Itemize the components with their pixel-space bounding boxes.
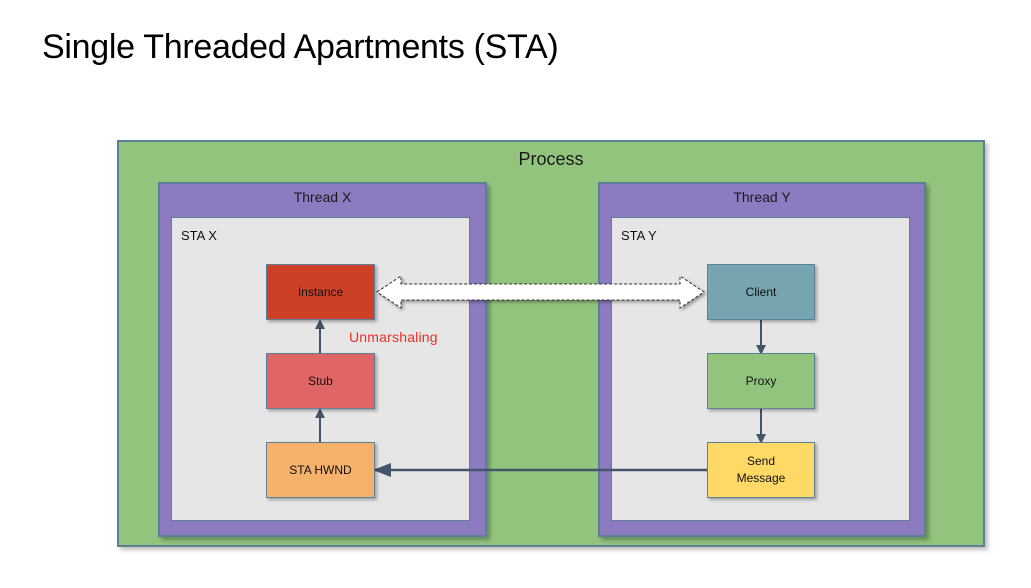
sta-y-label: STA Y bbox=[621, 228, 657, 243]
node-stub: Stub bbox=[266, 353, 375, 409]
process-label: Process bbox=[518, 149, 584, 169]
node-client-label: Client bbox=[745, 284, 777, 299]
edge-instance-client-double-arrow bbox=[376, 275, 705, 309]
thread-x-label: Thread X bbox=[293, 189, 352, 205]
page-title: Single Threaded Apartments (STA) bbox=[42, 28, 559, 66]
node-send-message-label: Send Message bbox=[736, 454, 786, 485]
node-proxy: Proxy bbox=[707, 353, 815, 409]
node-sta-hwnd: STA HWND bbox=[266, 442, 375, 498]
sta-x-label: STA X bbox=[181, 228, 217, 243]
node-sta-hwnd-label: STA HWND bbox=[289, 462, 352, 477]
unmarshaling-annotation: Unmarshaling bbox=[349, 329, 438, 345]
node-proxy-label: Proxy bbox=[745, 373, 777, 388]
node-instance: Instance bbox=[266, 264, 375, 320]
node-instance-label: Instance bbox=[297, 284, 344, 299]
node-client: Client bbox=[707, 264, 815, 320]
node-stub-label: Stub bbox=[308, 373, 333, 388]
node-send-message: Send Message bbox=[707, 442, 815, 498]
thread-y-label: Thread Y bbox=[733, 189, 791, 205]
